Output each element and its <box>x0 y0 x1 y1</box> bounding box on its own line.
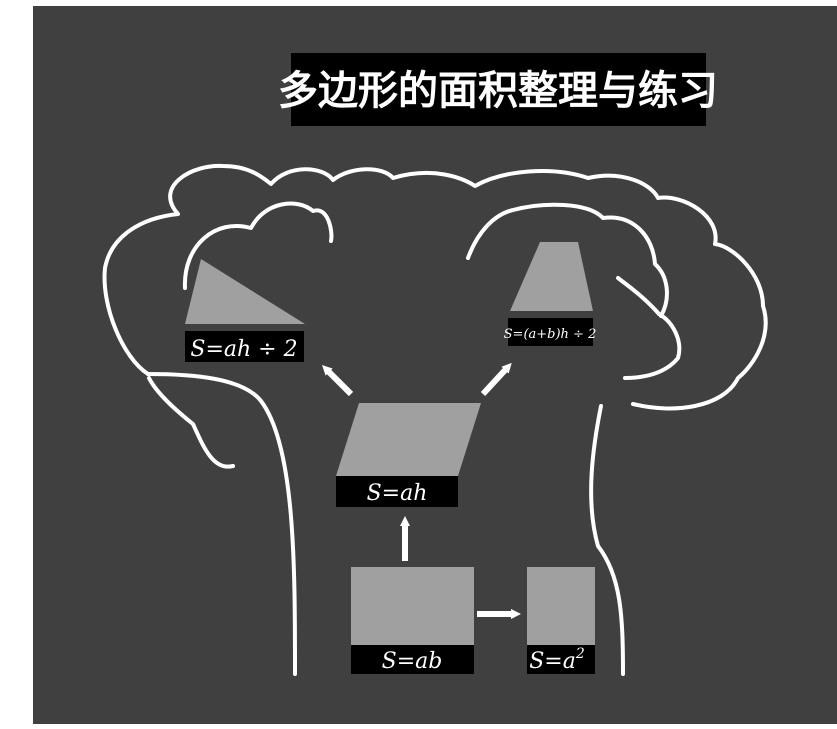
svg-text:S=a2: S=a2 <box>529 646 585 674</box>
title-box: 多边形的面积整理与练习 <box>278 53 718 126</box>
trapezoid-shape <box>510 242 593 311</box>
parallelogram-shape <box>336 403 481 476</box>
svg-text:S=ah: S=ah <box>367 481 428 506</box>
square-shape <box>527 567 595 645</box>
rectangle-formula-label: S=ab <box>351 645 474 674</box>
arrow-up-left-icon <box>322 365 354 397</box>
svg-text:S=ah ÷ 2: S=ah ÷ 2 <box>190 337 297 362</box>
arrow-up-right-icon <box>480 362 512 397</box>
diagram-canvas: 多边形的面积整理与练习 S=ah ÷ 2 S=(a+b)h ÷ 2 S=ah S… <box>33 6 837 724</box>
page-title: 多边形的面积整理与练习 <box>278 68 718 114</box>
svg-text:S=ab: S=ab <box>382 649 443 674</box>
square-formula-exponent: 2 <box>575 646 585 662</box>
parallelogram-formula-label: S=ah <box>336 476 458 507</box>
trapezoid-formula-label: S=(a+b)h ÷ 2 <box>504 318 597 346</box>
triangle-formula-label: S=ah ÷ 2 <box>185 331 304 362</box>
square-formula-text: S=a <box>529 649 576 674</box>
svg-text:S=(a+b)h ÷ 2: S=(a+b)h ÷ 2 <box>504 327 597 342</box>
square-formula-label: S=a2 <box>527 645 595 674</box>
chalkboard: 多边形的面积整理与练习 S=ah ÷ 2 S=(a+b)h ÷ 2 S=ah S… <box>33 6 837 724</box>
tree-outline <box>102 163 768 676</box>
rectangle-shape <box>351 567 474 645</box>
triangle-shape <box>185 259 305 324</box>
